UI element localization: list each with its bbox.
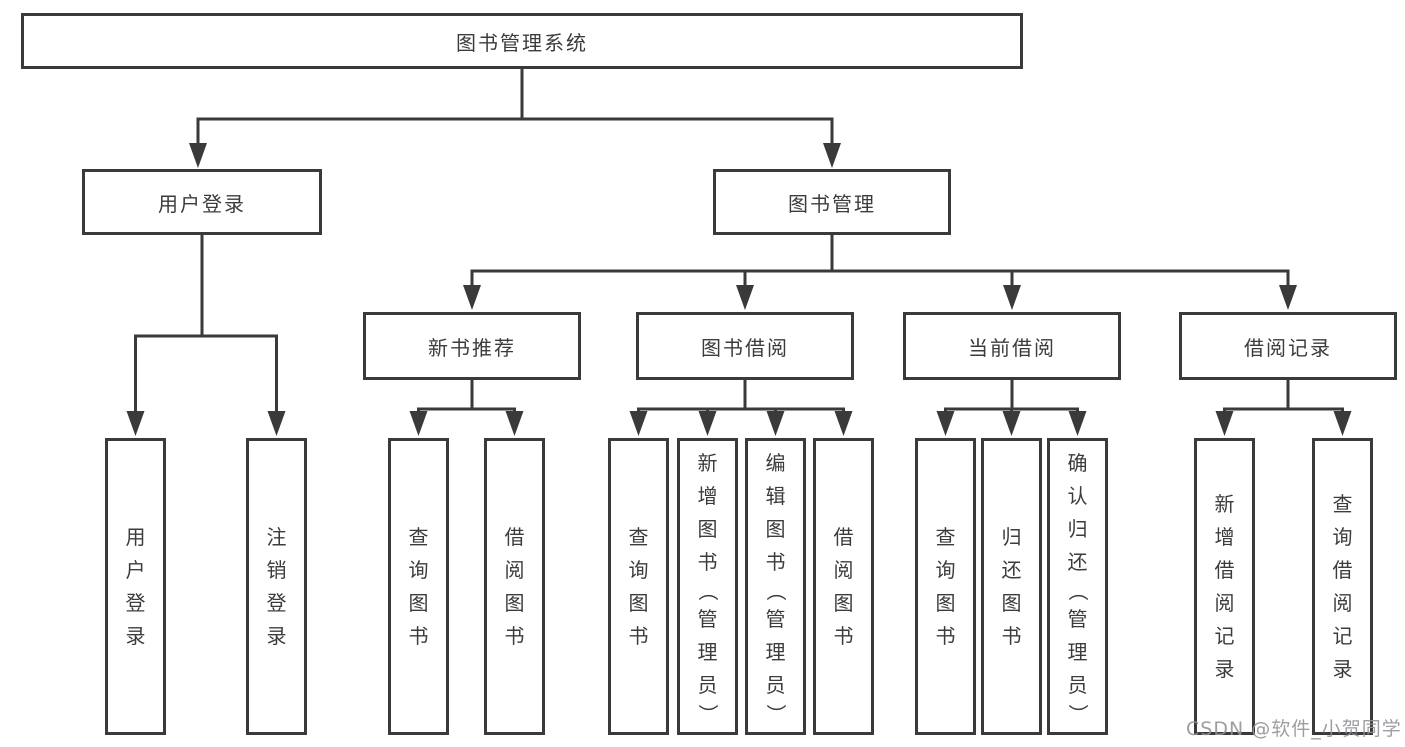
leaf-query-books-current-label: 查询图书 (935, 524, 956, 648)
leaf-add-books-admin-label: 新增图书（管理员） (695, 451, 720, 724)
node-borrowing-records-label: 借阅记录 (1244, 335, 1332, 360)
leaf-confirm-return-admin: 确认归还（管理员） (1047, 438, 1108, 735)
leaf-logout-login: 注销登录 (246, 438, 307, 735)
leaf-confirm-return-admin-label: 确认归还（管理员） (1065, 451, 1090, 724)
leaf-return-books: 归还图书 (981, 438, 1042, 735)
node-new-book-recommendation-label: 新书推荐 (428, 335, 516, 360)
leaf-query-books-recommend-label: 查询图书 (408, 524, 429, 648)
node-user-login-label: 用户登录 (158, 191, 246, 216)
leaf-user-login-label: 用户登录 (125, 524, 146, 648)
leaf-query-books-borrowing: 查询图书 (608, 438, 669, 735)
leaf-edit-books-admin: 编辑图书（管理员） (745, 438, 806, 735)
leaf-query-books-borrowing-label: 查询图书 (628, 524, 649, 648)
node-book-management: 图书管理 (713, 169, 951, 235)
node-current-borrowing-label: 当前借阅 (968, 335, 1056, 360)
node-book-borrowing-label: 图书借阅 (701, 335, 789, 360)
leaf-user-login: 用户登录 (105, 438, 166, 735)
node-root: 图书管理系统 (21, 13, 1023, 69)
node-book-borrowing: 图书借阅 (636, 312, 854, 380)
node-user-login: 用户登录 (82, 169, 322, 235)
leaf-borrow-books-borrowing: 借阅图书 (813, 438, 874, 735)
node-book-management-label: 图书管理 (788, 191, 876, 216)
leaf-edit-books-admin-label: 编辑图书（管理员） (763, 451, 788, 724)
leaf-query-borrow-record-label: 查询借阅记录 (1332, 491, 1353, 681)
leaf-add-borrow-record: 新增借阅记录 (1194, 438, 1255, 735)
leaf-query-borrow-record: 查询借阅记录 (1312, 438, 1373, 735)
leaf-borrow-books-recommend-label: 借阅图书 (504, 524, 525, 648)
node-new-book-recommendation: 新书推荐 (363, 312, 581, 380)
leaf-return-books-label: 归还图书 (1001, 524, 1022, 648)
csdn-watermark: CSDN @软件_小贺同学 (1186, 718, 1402, 740)
node-current-borrowing: 当前借阅 (903, 312, 1121, 380)
leaf-add-books-admin: 新增图书（管理员） (677, 438, 738, 735)
node-root-label: 图书管理系统 (456, 30, 588, 55)
node-borrowing-records: 借阅记录 (1179, 312, 1397, 380)
leaf-add-borrow-record-label: 新增借阅记录 (1214, 491, 1235, 681)
leaf-borrow-books-borrowing-label: 借阅图书 (833, 524, 854, 648)
leaf-borrow-books-recommend: 借阅图书 (484, 438, 545, 735)
leaf-logout-login-label: 注销登录 (266, 524, 287, 648)
leaf-query-books-current: 查询图书 (915, 438, 976, 735)
leaf-query-books-recommend: 查询图书 (388, 438, 449, 735)
